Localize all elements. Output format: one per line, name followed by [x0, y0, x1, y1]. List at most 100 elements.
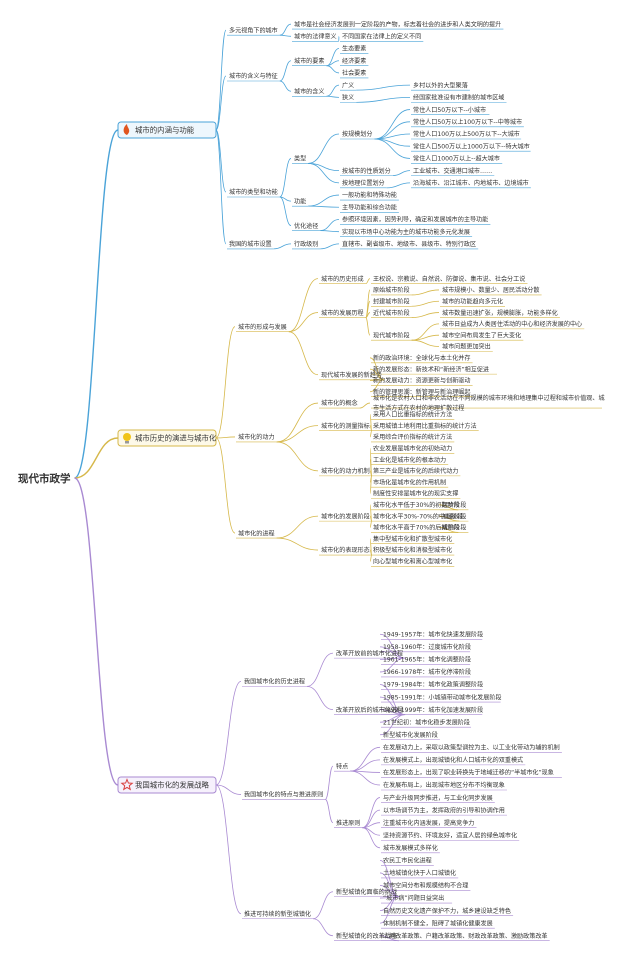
connector-line: [365, 289, 371, 318]
node-label: 主导功能和综合功能: [342, 203, 397, 211]
node-label: 常住人口1000万以上--超大城市: [413, 155, 500, 163]
connector-line: [374, 109, 411, 140]
node-label: 城市化水平30%-70%的中期阶段: [373, 512, 463, 520]
node-label: “城市病”问题日益突出: [383, 894, 444, 902]
node-label: 城市的功能趋向多元化: [442, 297, 503, 305]
node-label: 城市化的概念: [321, 399, 358, 407]
node-label: 城市的含义: [294, 87, 324, 95]
connector-line: [215, 784, 242, 795]
node-label: 城市化的表现形态: [321, 546, 370, 554]
node-label: 城市日益成为人类居住活动的中心和经济发展的中心: [442, 320, 582, 328]
node-label: 1979-1984年：城市化政策调整阶段: [383, 681, 483, 689]
mind-map-nodes: 现代市政学城市的内涵与功能多元视角下的城市城市是社会经济发展到一定阶段的产物，标…: [18, 20, 605, 940]
node-label: 城市空间分布和规模结构不合理: [383, 882, 468, 890]
node-label: 城市的类型和功能: [229, 188, 278, 196]
connector-line: [326, 95, 340, 98]
connector-line: [320, 243, 340, 250]
connector-line: [215, 75, 227, 131]
connector-line: [288, 312, 319, 333]
node-label: 社会要素: [342, 69, 366, 77]
connector-line: [362, 827, 381, 849]
node-label: 改革开放前的城市化进程: [336, 649, 403, 657]
node-label: 工业城市、交通港口城市……: [413, 167, 492, 175]
node-label: 狭义: [342, 94, 354, 102]
node-label: 以市场调节为主，发挥政府的引导和协调作用: [383, 806, 505, 814]
node-label: 城市化水平低于30%的初期阶段: [373, 501, 460, 509]
node-label: 新型城镇化面临的挑战: [336, 888, 397, 896]
node-label: 城市化的测量指标: [321, 422, 370, 430]
node-label: 改革开放后的城市化进程: [336, 706, 403, 714]
node-label: 坚持资源节约、环境友好，适宜人居的绿色城市化: [383, 831, 517, 839]
connector-line: [320, 230, 340, 233]
connector-line: [362, 797, 381, 829]
node-label: 新的发展动力：资源更新与创新驱动: [373, 377, 471, 385]
node-label: 多元视角下的城市: [229, 26, 278, 34]
connector-line: [306, 652, 334, 687]
node-label: 新的发展形态：新技术和“新经济”相互促进: [373, 365, 489, 373]
bulb-icon: [123, 433, 131, 444]
connector-line: [359, 402, 371, 409]
node-label: 城市化的动力机制: [321, 467, 370, 475]
node-label: 城市的要素: [294, 57, 324, 65]
node-label: 农业发展是城市化的初始动力: [373, 444, 452, 452]
node-label: 1961-1965年：城市化调整阶段: [383, 656, 471, 664]
connector-line: [312, 891, 334, 920]
connector-line: [215, 129, 227, 245]
node-label: 近代城市阶段: [373, 309, 410, 317]
node-label: 常住人口50万以下--小城市: [413, 106, 486, 114]
connector-line: [356, 96, 411, 103]
node-label: 现代城市阶段: [373, 331, 410, 339]
node-label: 注重城市化内涵发展，提高竞争力: [383, 819, 474, 827]
star-icon: [120, 778, 134, 791]
connector-line: [74, 477, 119, 786]
node-label: 城市发展模式多样化: [383, 844, 438, 852]
connector-line: [350, 746, 381, 772]
node-label: 集中型城市化和扩散型城市化: [373, 535, 452, 543]
node-label: 城市化水平高于70%的后期阶段: [373, 524, 460, 532]
node-label: 新型城市化发展阶段: [383, 731, 438, 739]
connector-line: [350, 759, 381, 772]
branch-label: 城市历史的演进与城市化: [135, 434, 217, 443]
connector-line: [356, 84, 411, 91]
connector-line: [308, 133, 340, 164]
node-label: 自然历史文化遗产保护不力，城乡建设缺乏特色: [383, 907, 511, 915]
node-label: 实现以市场中心功能为主的城市功能多元化发展: [342, 228, 470, 236]
connector-line: [276, 515, 319, 539]
node-label: 行政级别: [294, 240, 318, 248]
node-label: 我国城市化的历史进程: [244, 678, 305, 686]
connector-line: [369, 430, 373, 438]
node-label: 新型城镇化的改革战略: [336, 932, 397, 940]
node-label: 新的政治环境：全球化与本土化并存: [373, 354, 471, 362]
connector-line: [379, 859, 400, 898]
node-label: 参照环境因素，因势利导，确定和发展城市的主导功能: [342, 216, 488, 224]
node-label: 不同国家在法律上的定义不同: [342, 33, 421, 41]
node-label: 土地城镇化快于人口城镇化: [383, 869, 456, 877]
node-label: 城市的形成与发展: [238, 323, 287, 331]
connector-line: [365, 317, 371, 336]
node-label: 城市化的进程: [238, 529, 275, 537]
connector-line: [411, 339, 440, 347]
branch-node: 城市的内涵与功能: [117, 121, 217, 139]
connector-line: [215, 326, 236, 439]
node-label: 采用城镇土地利用比重指标的统计方法: [373, 422, 477, 430]
branch-node: 我国城市化的发展战略: [117, 776, 217, 794]
connector-line: [276, 441, 319, 472]
node-label: 城市的发展历程: [321, 309, 364, 317]
connector-line: [369, 475, 373, 494]
node-label: 城市规模小、数量少、居民活动分散: [442, 286, 540, 294]
connector-line: [276, 537, 319, 551]
node-label: 积极型城市化和消极型城市化: [373, 546, 452, 554]
node-label: 封建城市阶段: [373, 297, 410, 305]
node-label: 广义: [342, 81, 354, 89]
node-label: 推进原则: [336, 819, 360, 827]
node-label: 生态要素: [342, 45, 366, 53]
node-label: 城市化的动力: [238, 433, 275, 441]
node-label: 在发展模式上，出现城镇化和人口城市化的双重模式: [383, 756, 523, 764]
connector-line: [279, 23, 292, 36]
node-label: 在发展布局上，出现城市地区分布不均衡现象: [383, 781, 505, 789]
node-label: 一般功能和特殊功能: [342, 191, 397, 199]
node-label: 第三产业是城市化的后续代动力: [373, 467, 458, 475]
connector-line: [411, 289, 440, 296]
node-label: 城市的历史形成: [321, 275, 364, 283]
